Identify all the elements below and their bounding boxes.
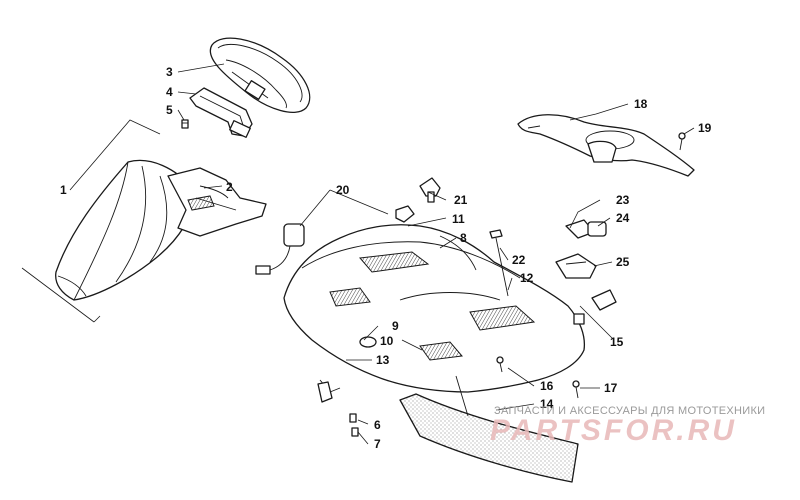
fastener-part-6-7 <box>349 413 359 437</box>
fender-bracket-part <box>167 167 267 237</box>
callout-19: 19 <box>698 121 712 135</box>
callout-14: 14 <box>540 397 554 411</box>
switch-assembly-part <box>555 219 607 279</box>
callout-18: 18 <box>634 97 648 111</box>
watermark-caption: ЗАПЧАСТИ И АКСЕССУАРЫ ДЛЯ МОТОТЕХНИКИ <box>494 405 766 417</box>
screw-part-17 <box>572 380 580 399</box>
callout-1: 1 <box>60 183 67 197</box>
callout-20: 20 <box>336 183 350 197</box>
callout-7: 7 <box>374 437 381 451</box>
callout-4: 4 <box>166 85 173 99</box>
gauge-housing-part <box>209 37 311 113</box>
leader-lines <box>21 63 695 445</box>
callout-23: 23 <box>616 193 630 207</box>
callout-15: 15 <box>610 335 624 349</box>
knob-fastener-part <box>395 177 441 223</box>
callout-8: 8 <box>460 231 467 245</box>
callout-3: 3 <box>166 65 173 79</box>
front-panel-part <box>283 224 586 417</box>
callout-10: 10 <box>380 334 394 348</box>
floor-mat-part <box>399 393 579 483</box>
callouts: 1 2 3 4 5 6 7 8 9 10 11 12 13 14 15 16 1… <box>60 65 712 451</box>
callout-6: 6 <box>374 418 381 432</box>
callout-11: 11 <box>452 212 465 226</box>
connector-part <box>573 289 617 325</box>
watermark-logo: PARTSFOR.RU <box>490 414 737 447</box>
gauge-bracket-part <box>189 87 253 138</box>
callout-13: 13 <box>376 353 390 367</box>
callout-2: 2 <box>226 180 233 194</box>
screw-part-5 <box>181 119 189 129</box>
long-bolt-part <box>489 229 509 297</box>
headlight-wire-part <box>255 223 305 275</box>
callout-24: 24 <box>616 211 630 225</box>
callout-21: 21 <box>454 193 468 207</box>
callout-17: 17 <box>604 381 618 395</box>
callout-5: 5 <box>166 103 173 117</box>
callout-12: 12 <box>520 271 534 285</box>
callout-16: 16 <box>540 379 554 393</box>
screw-part-19 <box>678 132 686 151</box>
callout-25: 25 <box>616 255 630 269</box>
handlebar-cover-part <box>517 114 695 177</box>
screw-part-16 <box>496 356 504 373</box>
callout-22: 22 <box>512 253 526 267</box>
callout-9: 9 <box>392 319 399 333</box>
